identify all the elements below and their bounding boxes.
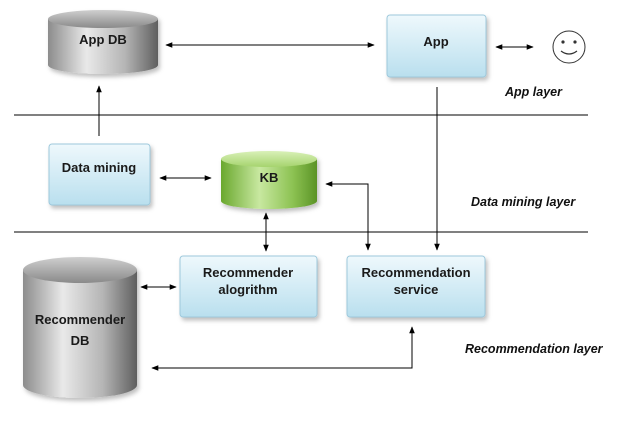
- data-mining-node: [48, 143, 151, 206]
- recommendation-service-label-line2: service: [394, 282, 439, 297]
- app-label: App: [423, 34, 448, 49]
- recommender-algorithm-node: [179, 255, 318, 318]
- kb-label: KB: [260, 170, 279, 185]
- data-mining-label: Data mining: [62, 160, 136, 175]
- app-db-label: App DB: [79, 32, 127, 47]
- connector-recdb-service: [151, 326, 415, 371]
- recommendation-layer-label: Recommendation layer: [465, 342, 604, 356]
- data-mining-layer-label: Data mining layer: [471, 195, 576, 209]
- app-node: [386, 14, 487, 78]
- connector-kb-service: [325, 181, 371, 251]
- recommendation-service-label-line1: Recommendation: [361, 265, 470, 280]
- app-layer-label: App layer: [504, 85, 563, 99]
- kb-node: [221, 151, 317, 209]
- recommendation-service-node: [346, 255, 486, 318]
- smiley-face-icon: [552, 30, 586, 64]
- recommender-algorithm-label-line1: Recommender: [203, 265, 293, 280]
- recommender-db-label-line1: Recommender: [35, 312, 125, 327]
- recommender-db-label-line2: DB: [71, 333, 90, 348]
- recommender-db-node: [23, 257, 137, 398]
- recommender-algorithm-label-line2: alogrithm: [218, 282, 277, 297]
- app-db-node: [48, 10, 158, 74]
